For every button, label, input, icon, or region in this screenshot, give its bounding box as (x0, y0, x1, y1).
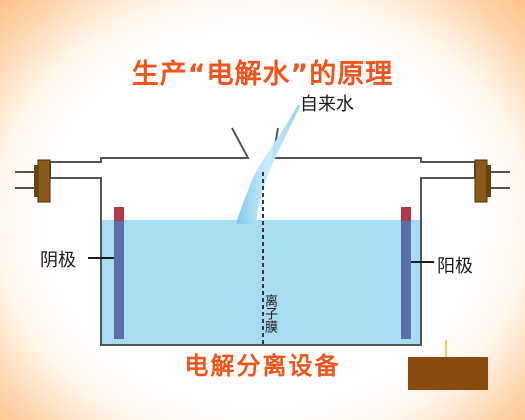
cathode-label: 阴极 (40, 250, 76, 271)
tap-water-stream (236, 104, 300, 224)
water-body (101, 220, 421, 345)
anode-electrode (401, 207, 411, 339)
left-flange (34, 159, 51, 203)
equipment-caption: 电解分离设备 (184, 352, 341, 380)
tank-outline (100, 200, 422, 346)
tank-hood (49, 127, 476, 200)
membrane-label: 离子膜 (262, 294, 277, 333)
diagram-title: 生产“电解水”的原理 (131, 59, 394, 90)
anode-label: 阳极 (437, 256, 473, 277)
right-flange (474, 159, 491, 203)
tap-water-label: 自来水 (300, 94, 354, 115)
decorative-block (408, 340, 488, 390)
cathode-electrode (114, 207, 124, 339)
